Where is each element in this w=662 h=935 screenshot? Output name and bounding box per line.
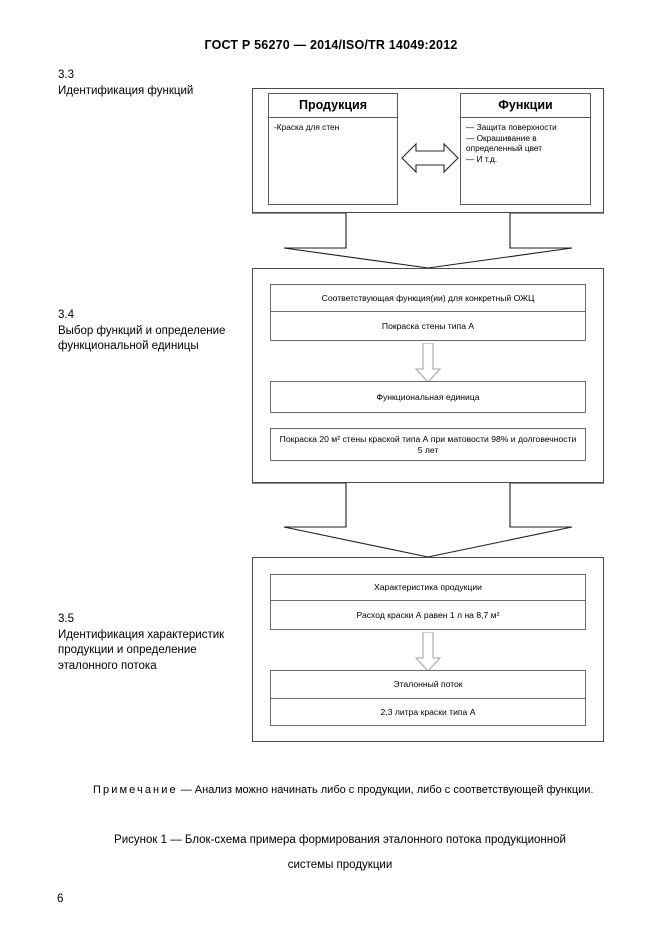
page-number: 6: [57, 893, 64, 905]
functions-box-body: — Защита поверхности — Окрашивание в опр…: [461, 118, 590, 166]
flow-row-paint-consumption: Расход краски А равен 1 л на 8,7 м²: [270, 600, 586, 630]
function-item-3: — И т.д.: [466, 153, 498, 164]
product-box: Продукция -Краска для стен: [268, 93, 398, 205]
product-box-body: -Краска для стен: [269, 118, 397, 135]
flow-row-wall-painting-type-a: Покраска стены типа А: [270, 311, 586, 341]
flow-row-functional-unit-detail: Покраска 20 м² стены краской типа А при …: [270, 428, 586, 461]
figure-caption-line-2: системы продукции: [287, 859, 393, 871]
chevron-connector-2-icon: [252, 482, 604, 558]
section-label-3-5: 3.5 Идентификация характеристик продукци…: [58, 612, 248, 674]
section-label-3-4: 3.4 Выбор функций и определение функцион…: [58, 308, 248, 355]
section-title-3-4: Выбор функций и определение функциональн…: [58, 324, 226, 353]
down-arrow-icon-1: [414, 342, 442, 383]
function-item-2: — Окрашивание в: [466, 132, 537, 143]
section-number-3-5: 3.5: [58, 613, 74, 625]
section-number-3-4: 3.4: [58, 309, 74, 321]
figure-caption: Рисунок 1 — Блок-схема примера формирова…: [57, 828, 623, 878]
product-box-title: Продукция: [269, 94, 397, 118]
note-text: Анализ можно начинать либо с продукции, …: [194, 784, 594, 796]
section-title-3-5: Идентификация характеристик продукции и …: [58, 628, 225, 672]
chevron-connector-1-icon: [252, 212, 604, 269]
function-item-1: — Защита поверхности: [466, 122, 557, 132]
flow-row-product-characteristic: Характеристика продукции: [270, 574, 586, 600]
flow-row-reference-flow: Эталонный поток: [270, 670, 586, 698]
functions-box: Функции — Защита поверхности — Окрашиван…: [460, 93, 591, 205]
product-item: -Краска для стен: [274, 122, 340, 132]
document-header: ГОСТ Р 56270 — 2014/ISO/TR 14049:2012: [204, 38, 458, 52]
section-number-3-3: 3.3: [58, 69, 74, 81]
double-headed-arrow-icon: [400, 139, 460, 177]
note-lead: Примечание: [93, 784, 178, 796]
flow-row-appropriate-function: Соответствующая функция(ии) для конкретн…: [270, 284, 586, 311]
figure-caption-line-1: Рисунок 1 — Блок-схема примера формирова…: [114, 834, 566, 846]
flow-row-functional-unit: Функциональная единица: [270, 381, 586, 413]
section-label-3-3: 3.3 Идентификация функций: [58, 68, 248, 99]
flow-row-reference-flow-value: 2,3 литра краски типа А: [270, 698, 586, 726]
down-arrow-icon-2: [414, 631, 442, 672]
note-dash: —: [180, 784, 192, 796]
section-title-3-3: Идентификация функций: [58, 84, 194, 97]
functions-box-title: Функции: [461, 94, 590, 118]
function-item-2-cont: определенный цвет: [466, 143, 543, 154]
note-paragraph: Примечание — Анализ можно начинать либо …: [57, 782, 623, 798]
